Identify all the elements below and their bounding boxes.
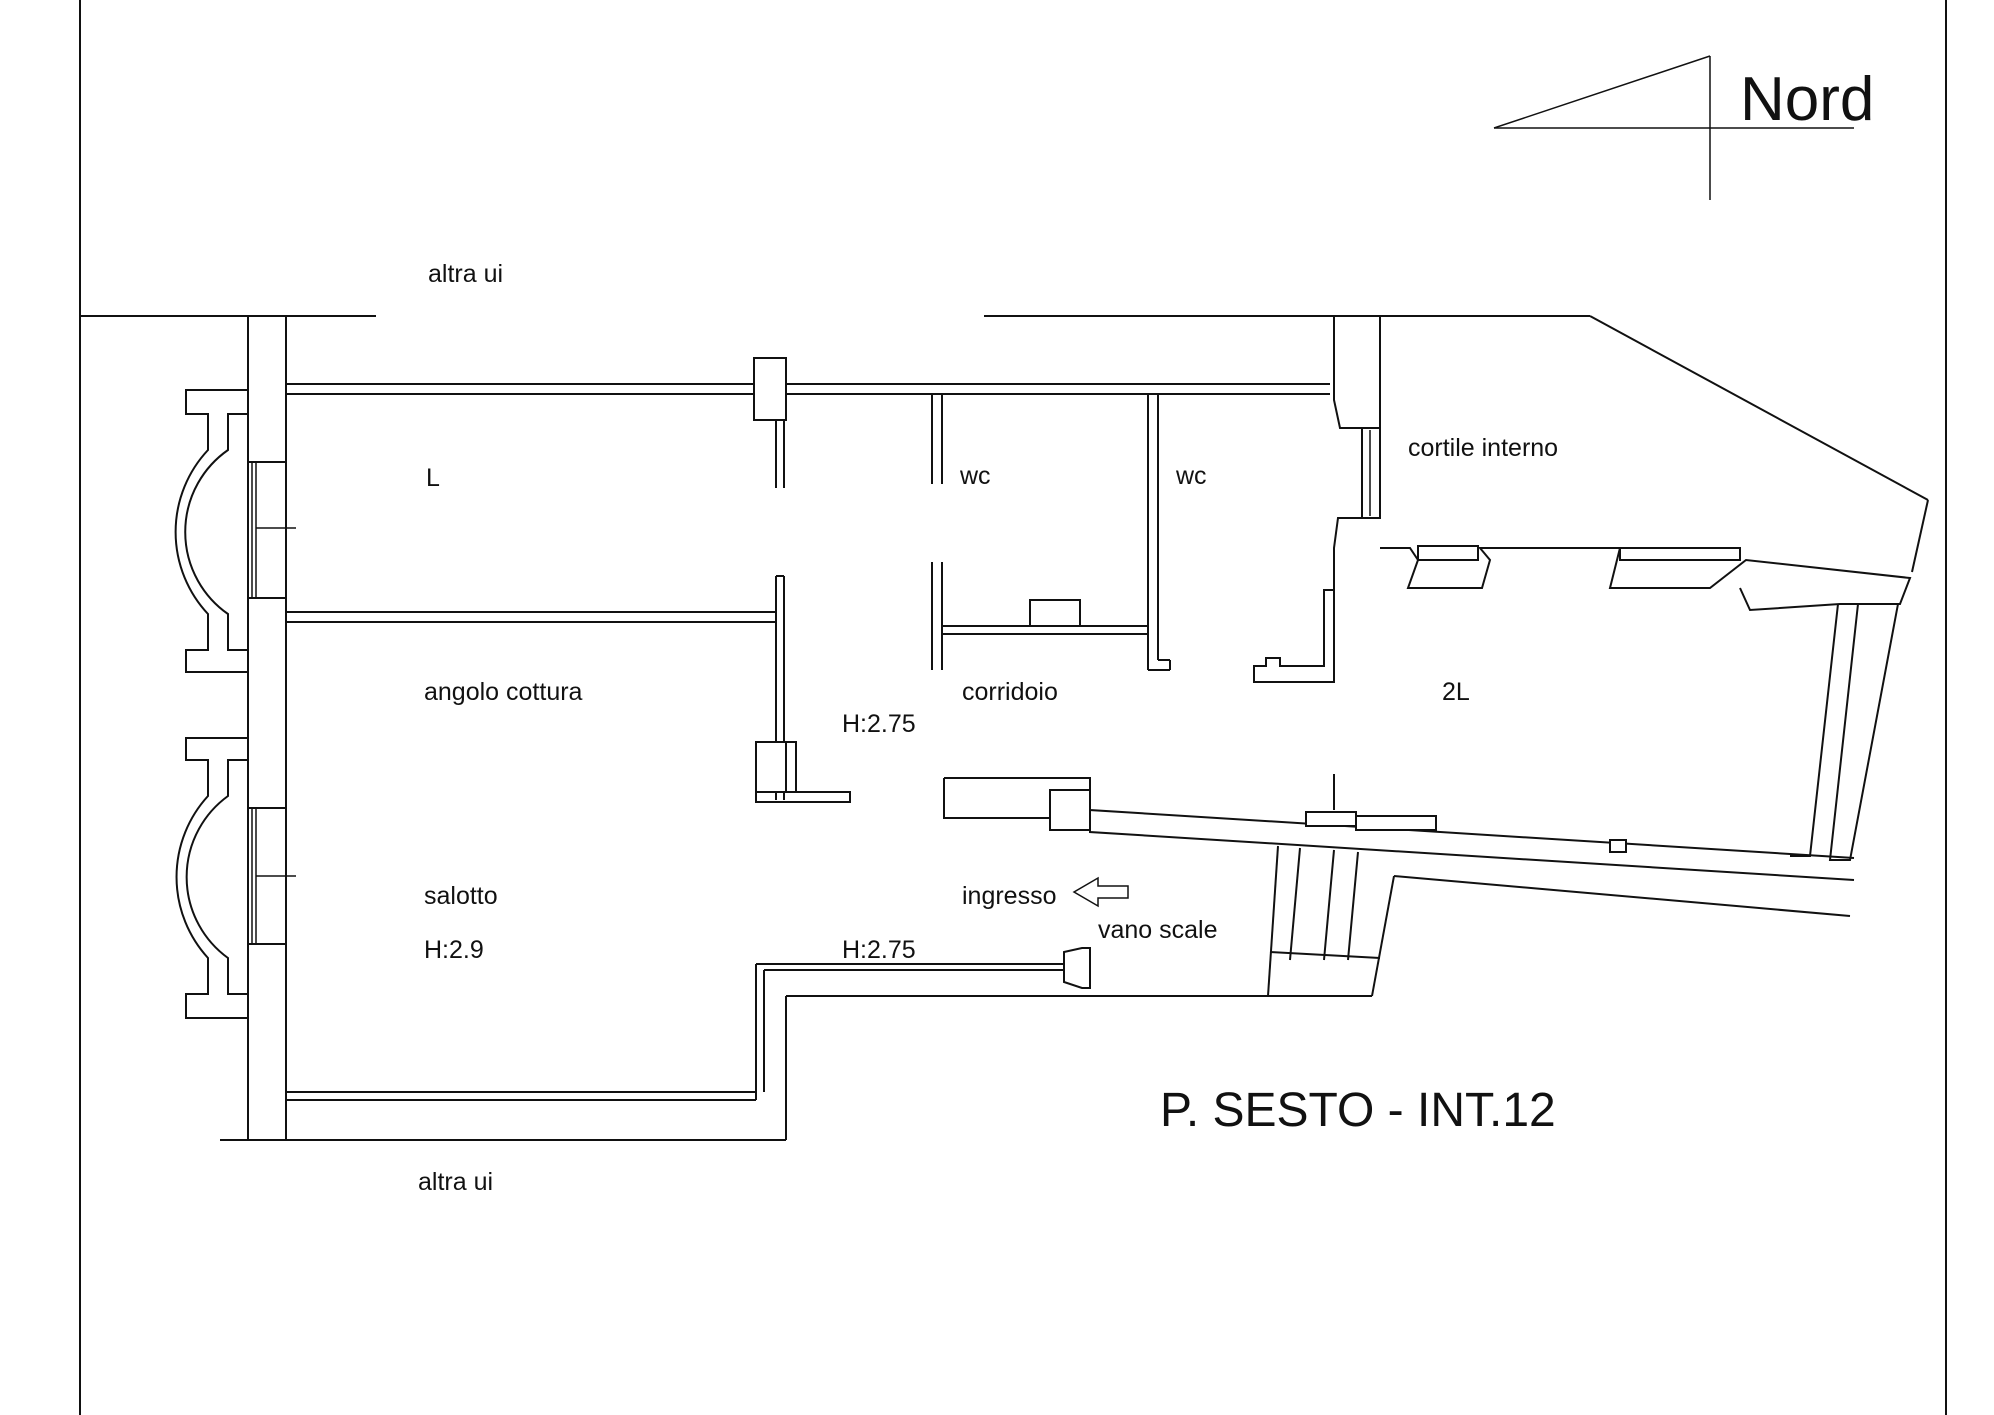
balcony-south — [175, 737, 248, 1019]
label-salotto: salotto — [424, 882, 498, 910]
room-labels: L wc wc cortile interno angolo cottura c… — [418, 260, 1558, 1196]
label-room-l: L — [426, 464, 440, 492]
label-angolo-cottura: angolo cottura — [424, 678, 583, 706]
north-label: Nord — [1740, 65, 1874, 134]
balcony-north — [174, 389, 248, 673]
interior-walls — [286, 316, 1912, 1101]
label-vano-scale: vano scale — [1098, 916, 1218, 944]
sheet-frame — [79, 0, 1947, 1415]
label-wc-right: wc — [1175, 462, 1207, 490]
west-facade-wall — [247, 315, 296, 1141]
label-altra-ui-top: altra ui — [428, 260, 503, 288]
label-height-salotto: H:2.9 — [424, 936, 484, 964]
label-cortile-interno: cortile interno — [1408, 434, 1558, 462]
label-height-south: H:2.75 — [842, 936, 916, 964]
label-ingresso: ingresso — [962, 882, 1057, 910]
drawing-title: P. SESTO - INT.12 — [1160, 1084, 1556, 1137]
label-room-2l: 2L — [1442, 678, 1470, 706]
arrow-left-icon — [1072, 876, 1129, 908]
north-arrow-icon — [1493, 55, 1854, 200]
building-outline — [80, 315, 1929, 1141]
label-wc-left: wc — [959, 462, 991, 490]
label-corridoio: corridoio — [962, 678, 1058, 706]
label-altra-ui-bottom: altra ui — [418, 1168, 493, 1196]
label-height-center: H:2.75 — [842, 710, 916, 738]
